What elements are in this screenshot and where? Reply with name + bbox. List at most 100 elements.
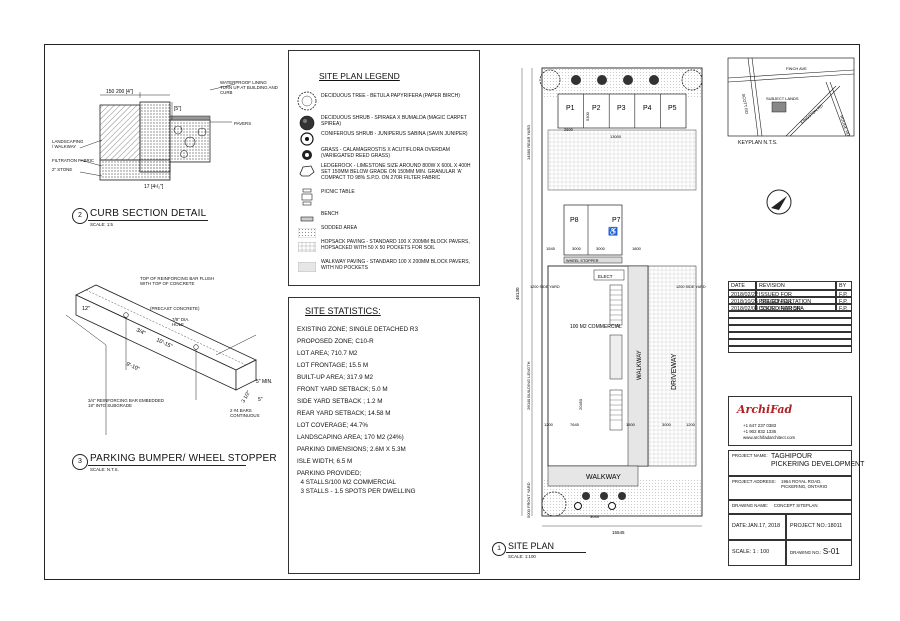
legend-item: CONIFEROUS SHRUB - JUNIPERUS SABINA (SAV… [297,131,473,147]
rev-text: ISSUED FOR PRECONSULTATION [756,290,836,305]
dim-lot-width: 15545 [612,530,625,535]
walkway-paving-icon [298,262,316,272]
legend-item: HOPSACK PAVING - STANDARD 100 X 200MM BL… [297,239,473,255]
bumper-detail-scale: SCALE: N.T.S. [90,467,119,472]
bumper-note-top-bar: TOP OF REINFORCING BAR FLUSH WITH TOP OF… [140,276,214,286]
date-cell: DATE:JAN.17, 2018 [728,514,786,540]
legend-item: BENCH [297,211,473,227]
title-block: PROJECT NAME: TAGHIPOUR PICKERING DEVELO… [728,450,864,570]
dim-building-length: 26040 BUILDING LENGTH [526,361,531,410]
legend-text: PICNIC TABLE [321,189,355,195]
bumper-note-hole: 7/8" DIA. HOLE [172,317,190,327]
curb-title-underline [88,220,208,221]
bumper-dim-12: 12" [82,306,90,312]
legend-text: CONIFEROUS SHRUB - JUNIPERUS SABINA (SAV… [321,131,468,137]
project-address-label: PROJECT ADDRESS: [732,479,776,484]
driveway-label: DRIVEWAY [671,353,678,390]
curb-section-drawing: 200 [4"] 150 [5"] 17 [4¹/₂"] [79,83,236,190]
project-no-cell: PROJECT NO.:18011 [786,514,852,540]
legend-item: LEDGEROCK - LIMESTONE SIZE AROUND 800W X… [297,163,473,181]
stat-line: ISLE WIDTH; 6.5 M [297,458,353,465]
drawing-no: S-01 [822,547,840,556]
dim-p-1: 3000 [572,246,582,251]
scale-cell: SCALE: 1 : 100 [728,540,786,566]
dim-bottom-4: 1200 [686,422,696,427]
dim-front-yard: 5000 FRONT YARD [526,482,531,518]
legend-item: DECIDUOUS TREE - BETULA PAPYRIFERA (PAPE… [297,91,473,111]
firm-phone: +1 647 237 0383 [743,423,777,428]
project-name-label: PROJECT NAME: [732,453,768,458]
stall-p5: P5 [668,105,677,112]
site-plan-underline [506,552,586,553]
project-address-cell: PROJECT ADDRESS: 1964 ROYAL ROAD, PICKER… [728,476,852,500]
bumper-dim-5min: 5" MIN. [256,379,273,385]
project-name: TAGHIPOUR PICKERING DEVELOPMENT [771,453,865,468]
dim-stall-width: 2600 [564,127,574,132]
stat-line: PROPOSED ZONE; C10-R [297,338,374,345]
site-plan-title: SITE PLAN [508,541,555,551]
deciduous-shrub-icon [299,115,315,131]
stall-p4: P4 [643,105,652,112]
bumper-dim-312: 3 1/2" [241,390,253,404]
legend-item: GRASS - CALAMAGROSTIS X ACUTIFLORA OVERD… [297,147,473,163]
coniferous-shrub-icon [300,132,314,146]
legend-text: GRASS - CALAMAGROSTIS X ACUTIFLORA OVERD… [321,147,450,159]
deciduous-tree-icon [297,91,317,111]
rev-text: ISSUED FOR SPA [756,304,836,312]
statistics-title: SITE STATISTICS: [305,306,381,316]
rev-date: 2018/10/25 [728,297,758,305]
rev-header-revision: REVISION [756,281,836,290]
grass-icon [302,150,312,160]
commercial-label: 100 M2 COMMERCIAL [570,324,622,330]
site-plan-scale: SCALE: 1:100 [508,554,536,559]
legend-item: SODDED AREA [297,225,473,241]
rev-by: F.P. [836,297,852,305]
stat-line: EXISTING ZONE; SINGLE DETACHED R3 [297,326,418,333]
firm-block: ArchiFad +1 647 237 0383 +1 902 832 1336… [728,396,852,446]
wheel-stopper-label: WHEEL STOPPER [566,259,599,263]
statistics-panel: SITE STATISTICS: EXISTING ZONE; SINGLE D… [288,297,480,574]
sodded-area-icon [298,228,316,238]
keyplan-label: KEYPLAN N.T.S. [738,140,778,146]
stall-p7: P7 [612,217,621,224]
project-name-cell: PROJECT NAME: TAGHIPOUR PICKERING DEVELO… [728,450,864,476]
stat-line: BUILT-UP AREA; 317.9 M2 [297,374,374,381]
firm-website: www.archifadarchitect.com [743,435,796,440]
dim-p-2: 3000 [596,246,606,251]
dim-side-yard-left: 1200 SIDE YARD [530,285,560,289]
accessible-icon: ♿ [608,226,618,236]
legend-text: DECIDUOUS SHRUB - SPIRAEA X BUMALDA (MAG… [321,115,467,127]
curb-note-filtration: FILTRATION FABRIC [52,158,95,163]
picnic-table-icon [301,188,313,206]
ledgerock-icon [299,165,315,177]
bumper-title-underline [88,465,246,466]
stat-line: PARKING DIMENSIONS; 2.6M X 5.3M [297,446,406,453]
dim-side-yard-right: 1200 SIDE YARD [676,285,706,289]
dim-bottom-2: 1500 [626,422,636,427]
stat-line: LOT COVERAGE; 44.7% [297,422,368,429]
curb-note-stone: 2" STONE [52,167,73,172]
legend-text: BENCH [321,211,339,217]
stat-line: REAR YARD SETBACK; 14.58 M [297,410,391,417]
rev-blank-row [728,346,852,353]
rev-by: F.P. [836,304,852,312]
legend-text: SODDED AREA [321,225,358,231]
curb-note-landscaping: LANDSCAPING / WALKWAY [52,139,84,149]
keyplan-subject: SUBJECT LANDS [766,96,799,101]
site-plan-area: P1 P2 P3 P4 P5 2600 13000 5300 P8 P7 ♿ 1… [486,50,720,574]
curb-dim-top: 200 [4"] [116,89,134,95]
dim-bottom-3: 3000 [662,422,672,427]
rev-blank-row [728,318,852,325]
rev-blank-row [728,332,852,339]
firm-phone: +1 902 832 1336 [743,429,777,434]
drawing-name: CONCEPT SITEPLAN [773,503,818,508]
legend-text: WALKWAY PAVING - STANDARD 100 X 200MM BL… [321,259,471,271]
walkway-horizontal-label: WALKWAY [586,474,621,481]
keyplan-map: FINCH AVE SUBJECT LANDS KINGSTON RD ROUG… [727,57,855,137]
legend-item: WALKWAY PAVING - STANDARD 100 X 200MM BL… [297,259,473,275]
site-plan-number: 1 [492,542,506,556]
dim-building-depth: 20450 [578,398,583,410]
hopsack-paving-icon [298,242,316,252]
rev-date: 2018/02/08 [728,304,758,312]
rev-blank-row [728,325,852,332]
